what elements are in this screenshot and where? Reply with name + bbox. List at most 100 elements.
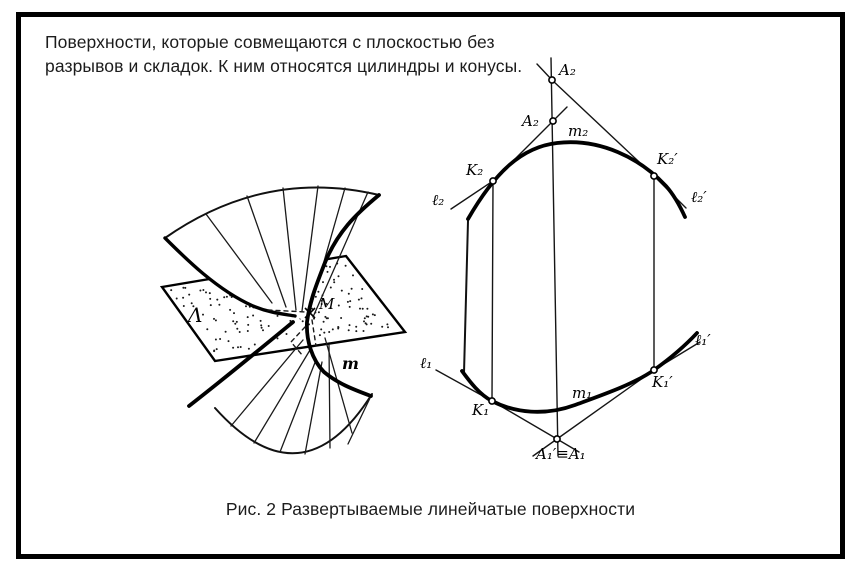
stipple-dot <box>267 325 270 327</box>
stipple-dot <box>366 307 369 310</box>
stipple-dot <box>360 297 363 300</box>
stipple-dot <box>373 314 376 317</box>
stipple-dot <box>363 320 365 323</box>
hidden-lines <box>267 309 317 357</box>
label-a2-top: A₂ <box>557 61 576 79</box>
stipple-dot <box>246 330 249 332</box>
stipple-dot <box>224 330 227 333</box>
label-k2-prime: K₂′ <box>656 150 678 168</box>
curve-m2 <box>466 140 687 221</box>
upper-fan <box>164 185 380 322</box>
lower-fan <box>214 337 373 455</box>
stipple-dot <box>227 340 230 343</box>
stipple-dot <box>301 320 304 323</box>
stipple-dot <box>347 292 350 295</box>
ruling-line <box>324 337 353 434</box>
label-l1: ℓ₁ <box>420 354 432 372</box>
plane-lambda-label: Λ <box>186 303 202 327</box>
stipple-dot <box>239 346 242 348</box>
point-a2-top <box>548 76 556 84</box>
left-silhouette-line <box>463 220 469 374</box>
stipple-dot <box>331 328 334 331</box>
stipple-dot <box>182 296 185 299</box>
label-k1-prime: K₁′ <box>651 373 673 391</box>
point-m-marker <box>304 307 316 319</box>
stipple-dot <box>229 308 232 311</box>
stipple-dot <box>214 319 217 322</box>
stipple-dot <box>318 334 321 337</box>
stipple-dot <box>234 322 237 325</box>
curve-m-label: m <box>342 354 359 373</box>
stipple-dot <box>246 316 249 319</box>
stipple-dot <box>367 315 370 318</box>
figure-border <box>16 12 845 559</box>
stipple-dot <box>340 289 343 292</box>
stipple-dot <box>223 296 226 299</box>
point-k1-prime <box>650 366 658 374</box>
ruling-line <box>282 187 297 311</box>
stipple-dot <box>206 328 209 331</box>
label-a1-coincident: A₁′≡A₁ <box>534 445 586 463</box>
stipple-dot <box>247 347 250 350</box>
stipple-dot <box>348 324 351 327</box>
connector-k2-k1 <box>491 182 494 400</box>
stipple-dot <box>219 338 222 340</box>
stipple-dot <box>340 317 343 319</box>
stipple-dot <box>276 337 279 340</box>
stipple-dot <box>333 281 336 284</box>
stipple-dot <box>320 328 323 331</box>
stipple-dot <box>317 290 320 293</box>
label-l1-prime: ℓ₁′ <box>695 331 711 349</box>
point-k1 <box>488 397 496 405</box>
generatrix-l2-prime <box>536 63 687 209</box>
generatrix-l1 <box>435 369 580 453</box>
label-l2-prime: ℓ₂′ <box>691 188 707 206</box>
stipple-dot <box>344 264 347 267</box>
generatrix-l1-prime <box>532 341 701 457</box>
dashed-line <box>267 309 307 313</box>
point-k2-prime <box>650 172 658 180</box>
stipple-dot <box>232 320 235 323</box>
stipple-dot <box>355 325 358 328</box>
label-m2: m₂ <box>568 122 588 140</box>
stipple-dot <box>337 275 340 278</box>
stipple-dot <box>349 300 352 303</box>
stipple-dot <box>328 331 331 333</box>
stipple-dot <box>218 303 221 306</box>
stipple-dot <box>325 317 328 320</box>
stipple-dot <box>236 327 239 330</box>
stipple-dot <box>314 295 317 298</box>
stipple-dot <box>238 331 241 333</box>
stipple-dot <box>213 349 216 352</box>
stipple-dot <box>322 281 324 284</box>
stipple-dot <box>320 299 323 302</box>
stipple-dot <box>259 319 262 322</box>
upper-fan-arc <box>164 186 380 239</box>
stipple-dot <box>215 348 218 351</box>
stipple-dot <box>216 298 219 301</box>
stipple-dot <box>208 292 211 295</box>
dashed-line <box>290 326 306 357</box>
stipple-dot <box>262 329 264 332</box>
stipple-dot <box>184 286 187 289</box>
stipple-dot <box>350 287 353 290</box>
stipple-dot <box>253 343 256 346</box>
stipple-dot <box>347 329 350 332</box>
stipple-dot <box>202 289 205 291</box>
right-figure-projection-diagram: A₂ A₂ m₂ K₂ K₂′ ℓ₂ ℓ₂′ ℓ₁ K₁ m₁ K₁′ ℓ₁′ … <box>420 57 711 463</box>
stipple-dot <box>170 289 173 292</box>
intro-line-1: Поверхности, которые совмещаются с плоск… <box>45 32 495 52</box>
figure-caption: Рис. 2 Развертываемые линейчатые поверхн… <box>225 499 636 519</box>
label-k2: K₂ <box>465 161 483 179</box>
stipple-dot <box>317 311 320 314</box>
stipple-dot <box>209 297 212 300</box>
curve-m-edge-of-regression <box>305 193 381 398</box>
ruling-line <box>246 195 287 308</box>
point-m-label: M <box>318 295 335 313</box>
stipple-dot <box>205 291 207 294</box>
stipple-dot <box>359 307 361 310</box>
label-m1: m₁ <box>572 384 592 402</box>
stipple-dot <box>225 295 228 298</box>
stipple-dot <box>213 317 215 320</box>
